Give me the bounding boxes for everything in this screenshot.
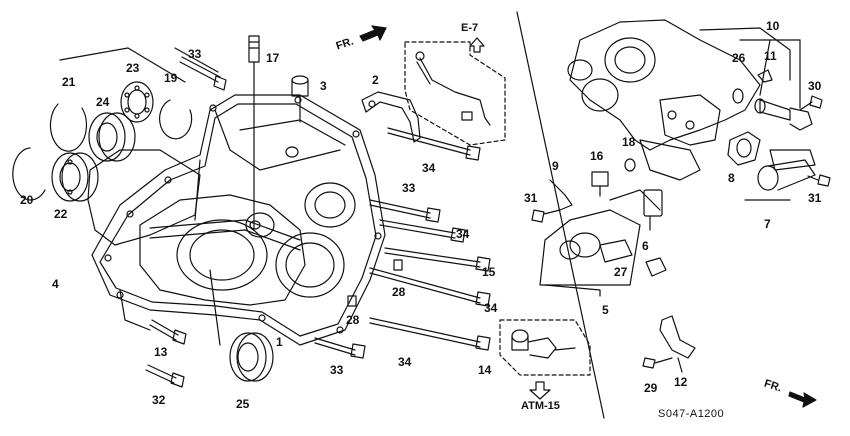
harness-wire	[415, 51, 491, 126]
callout-6: 6	[642, 239, 649, 253]
callout-1: 1	[276, 335, 283, 349]
ref-e7: E-7	[461, 22, 479, 34]
arrow-down-icon	[529, 381, 551, 400]
callout-13: 13	[154, 345, 168, 359]
bearing-23	[120, 81, 154, 123]
bolt-31-left	[531, 209, 561, 223]
ref-atm15: ATM-15	[521, 400, 560, 412]
callout-16: 16	[590, 149, 604, 163]
gasket-8	[727, 131, 761, 166]
callout-23: 23	[126, 61, 140, 75]
callout-19: 19	[164, 71, 178, 85]
callout-29: 29	[644, 381, 658, 395]
snap-ring-20	[12, 147, 46, 201]
solenoid-10	[739, 39, 813, 131]
plug-3	[291, 75, 309, 123]
valve-body-drawing	[567, 19, 791, 181]
callout-25: 25	[236, 397, 250, 411]
callout-15: 15	[482, 265, 496, 279]
callout-9: 9	[552, 159, 559, 173]
callout-33: 33	[330, 363, 344, 377]
transmission-case-drawing	[87, 94, 386, 346]
callout-3: 3	[320, 79, 327, 93]
bearing-22	[51, 152, 99, 202]
stud-17	[248, 35, 260, 231]
solenoid-7	[744, 149, 816, 201]
callout-4: 4	[52, 277, 59, 291]
bearing-24	[88, 112, 136, 162]
callout-5: 5	[602, 303, 609, 317]
bolt-31-right	[807, 174, 831, 187]
callout-18: 18	[622, 135, 636, 149]
clip-9	[549, 179, 573, 211]
callout-31: 31	[524, 191, 538, 205]
callout-28: 28	[392, 285, 406, 299]
callout-34: 34	[422, 161, 436, 175]
callout-34: 34	[484, 301, 498, 315]
callout-12: 12	[674, 375, 688, 389]
bracket-12	[659, 315, 696, 373]
washer-18	[624, 158, 636, 172]
callout-14: 14	[478, 363, 492, 377]
callout-31: 31	[808, 191, 822, 205]
snap-ring-19	[159, 99, 193, 140]
callout-24: 24	[96, 95, 110, 109]
fr-arrow-icon-top	[359, 25, 387, 42]
clip-11	[757, 69, 773, 83]
sensor-drawing	[511, 329, 576, 359]
callout-27: 27	[614, 265, 628, 279]
bolts-long	[145, 127, 491, 388]
callout-8: 8	[728, 171, 735, 185]
callout-20: 20	[20, 193, 34, 207]
connector-27	[645, 257, 667, 277]
bracket-2	[361, 91, 421, 143]
harness-box	[404, 41, 506, 146]
callout-33: 33	[188, 47, 202, 61]
callout-32: 32	[152, 393, 166, 407]
oring-26	[732, 88, 744, 104]
callout-26: 26	[732, 51, 746, 65]
callout-11: 11	[764, 49, 777, 63]
drawing-code: S047-A1200	[658, 408, 725, 420]
callout-22: 22	[54, 207, 68, 221]
callout-17: 17	[266, 51, 280, 65]
bolt-30	[799, 95, 823, 111]
callout-30: 30	[808, 79, 822, 93]
seal-25	[209, 269, 274, 382]
callout-21: 21	[62, 75, 76, 89]
fr-arrow-icon-bottom	[788, 391, 817, 408]
connector-6	[643, 189, 663, 231]
callout-33: 33	[402, 181, 416, 195]
bolt-29	[642, 357, 673, 369]
divider-line	[516, 11, 605, 419]
snap-ring-21	[49, 103, 88, 152]
solenoid-assembly-5	[539, 189, 661, 297]
sensor-box	[499, 319, 591, 376]
callout-2: 2	[372, 73, 379, 87]
bolt-33-top	[179, 56, 227, 91]
callout-34: 34	[398, 355, 412, 369]
filter-16	[591, 171, 609, 197]
callout-28: 28	[346, 313, 360, 327]
arrow-up-icon	[469, 37, 485, 53]
callout-34: 34	[456, 227, 470, 241]
callout-7: 7	[764, 217, 771, 231]
callout-10: 10	[766, 19, 780, 33]
